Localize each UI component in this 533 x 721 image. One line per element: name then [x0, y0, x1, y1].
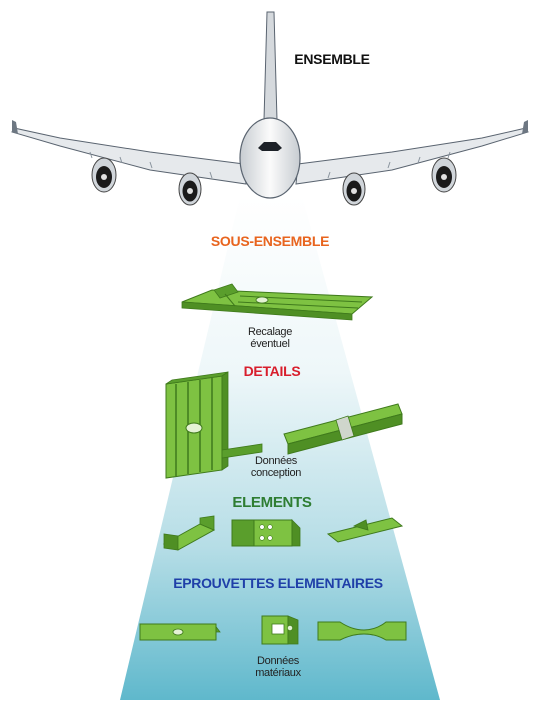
element-stiffener-icon	[326, 517, 404, 543]
engine-icon	[91, 157, 457, 206]
element-joint-icon	[231, 519, 301, 547]
level-label-eprouvettes: EPROUVETTES ELEMENTAIRES	[173, 575, 383, 591]
coupon-plate-icon	[139, 623, 221, 641]
beam	[120, 196, 440, 700]
level-label-elements: ELEMENTS	[232, 494, 312, 511]
airplane-icon	[11, 11, 529, 206]
coupon-dogbone-icon	[317, 621, 407, 641]
level-label-sous-ensemble: SOUS-ENSEMBLE	[210, 233, 330, 249]
level-label-details: DETAILS	[243, 363, 301, 379]
element-angle-icon	[162, 515, 216, 551]
sub-assembly-part-icon	[181, 283, 374, 321]
detail-spar-icon	[283, 403, 403, 455]
level-label-ensemble: ENSEMBLE	[294, 51, 370, 67]
coupon-open-hole-icon	[261, 615, 299, 645]
detail-panel-icon	[165, 371, 263, 479]
